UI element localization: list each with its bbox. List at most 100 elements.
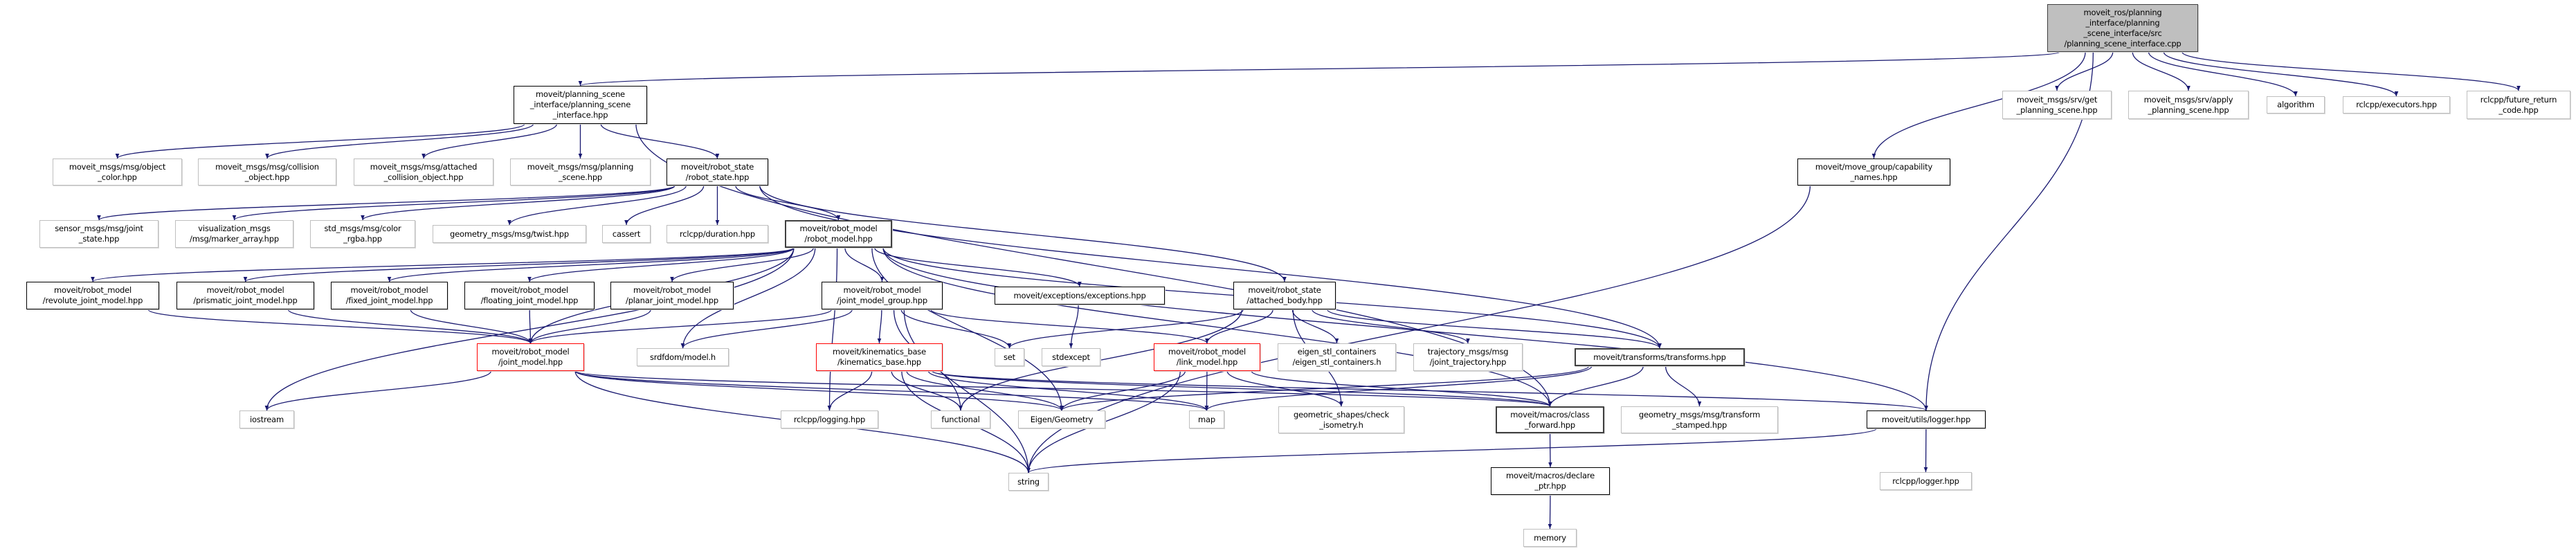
node-label: moveit/robot_state /attached_body.hpp <box>1246 285 1323 305</box>
node-label: moveit/macros/class _forward.hpp <box>1510 409 1590 430</box>
edge-rstate-to-rmodel <box>735 185 841 221</box>
edge-loggerutils-to-string <box>1026 428 1877 473</box>
graph-node-rgba[interactable]: std_msgs/msg/color _rgba.hpp <box>310 220 415 248</box>
edge-jmg-to-srdf <box>680 309 853 349</box>
graph-node-classfwd[interactable]: moveit/macros/class _forward.hpp <box>1496 406 1604 433</box>
graph-node-jmodel[interactable]: moveit/robot_model /joint_model.hpp <box>477 343 584 371</box>
graph-node-string[interactable]: string <box>1008 473 1049 491</box>
graph-node-applyps[interactable]: moveit_msgs/srv/apply _planning_scene.hp… <box>2128 91 2249 119</box>
edge-planar-to-jmodel <box>528 309 651 344</box>
graph-node-jmg[interactable]: moveit/robot_model /joint_model_group.hp… <box>822 282 943 309</box>
graph-node-executors[interactable]: rclcpp/executors.hpp <box>2343 96 2450 114</box>
edge-psi-to-collobj <box>265 123 534 159</box>
node-label: string <box>1017 476 1040 487</box>
graph-node-planar[interactable]: moveit/robot_model /planar_joint_model.h… <box>610 282 734 309</box>
edge-transforms-to-eigengeo <box>1060 365 1590 411</box>
graph-node-loggerutils[interactable]: moveit/utils/logger.hpp <box>1867 410 1986 428</box>
graph-node-twist[interactable]: geometry_msgs/msg/twist.hpp <box>433 225 586 243</box>
edge-transforms-to-classfwd <box>1548 365 1644 407</box>
node-label: geometry_msgs/msg/twist.hpp <box>450 228 569 239</box>
graph-node-iostream[interactable]: iostream <box>239 410 294 428</box>
edge-jmg-to-string <box>903 309 1031 473</box>
edge-rmodel-to-logging <box>827 247 838 411</box>
edge-psi-to-objcolor <box>115 123 525 159</box>
edge-root-to-cap <box>1871 51 2086 159</box>
graph-node-checkiso[interactable]: geometric_shapes/check _isometry.h <box>1278 406 1404 433</box>
edge-floating-to-jmodel <box>528 309 533 344</box>
graph-node-jstate[interactable]: sensor_msgs/msg/joint _state.hpp <box>39 220 158 248</box>
graph-node-exceptions[interactable]: moveit/exceptions/exceptions.hpp <box>995 287 1165 305</box>
edge-jmodel-to-map <box>574 370 1209 411</box>
graph-node-link[interactable]: moveit/robot_model /link_model.hpp <box>1154 343 1260 371</box>
graph-node-objcolor[interactable]: moveit_msgs/msg/object _color.hpp <box>53 159 182 186</box>
node-label: iostream <box>250 414 284 424</box>
node-label: rclcpp/future_return _code.hpp <box>2480 94 2557 115</box>
graph-node-declare[interactable]: moveit/macros/declare _ptr.hpp <box>1491 467 1610 495</box>
node-label: trajectory_msgs/msg /joint_trajectory.hp… <box>1427 347 1509 367</box>
graph-node-psmsg[interactable]: moveit_msgs/msg/planning _scene.hpp <box>510 159 651 186</box>
graph-node-set[interactable]: set <box>995 348 1024 366</box>
node-label: rclcpp/logging.hpp <box>793 414 866 424</box>
graph-node-attbody[interactable]: moveit/robot_state /attached_body.hpp <box>1233 282 1336 309</box>
graph-node-algorithm[interactable]: algorithm <box>2267 96 2325 114</box>
graph-node-stdexcept[interactable]: stdexcept <box>1042 348 1100 366</box>
edge-prismatic-to-jmodel <box>287 309 533 344</box>
edge-psi-to-rstate <box>600 123 720 159</box>
graph-node-tfstamped[interactable]: geometry_msgs/msg/transform _stamped.hpp <box>1621 406 1778 433</box>
graph-node-getps[interactable]: moveit_msgs/srv/get _planning_scene.hpp <box>2002 91 2112 119</box>
edge-rmodel-to-jmg <box>844 247 885 282</box>
graph-node-attcoll[interactable]: moveit_msgs/msg/attached _collision_obje… <box>354 159 493 186</box>
node-label: srdfdom/model.h <box>649 352 716 362</box>
node-label: rclcpp/logger.hpp <box>1892 476 1959 486</box>
node-label: moveit/robot_model /joint_model.hpp <box>491 347 570 367</box>
edge-attbody-to-link <box>1205 309 1273 344</box>
edge-root-to-psi <box>579 51 2060 87</box>
node-label: set <box>1004 352 1015 362</box>
graph-node-srdf[interactable]: srdfdom/model.h <box>637 348 729 366</box>
node-label: functional <box>941 414 980 424</box>
graph-node-fixed[interactable]: moveit/robot_model /fixed_joint_model.hp… <box>331 282 448 309</box>
edge-attbody-to-set <box>1007 309 1244 349</box>
graph-node-psi[interactable]: moveit/planning_scene _interface/plannin… <box>514 86 647 124</box>
graph-node-logging[interactable]: rclcpp/logging.hpp <box>781 410 878 428</box>
graph-node-map[interactable]: map <box>1189 410 1224 428</box>
edge-rstate-to-rgba <box>361 185 675 221</box>
edge-fixed-to-jmodel <box>410 309 533 344</box>
graph-node-revolute[interactable]: moveit/robot_model /revolute_joint_model… <box>26 282 159 309</box>
graph-node-future[interactable]: rclcpp/future_return _code.hpp <box>2467 91 2570 119</box>
graph-node-rmodel[interactable]: moveit/robot_model /robot_model.hpp <box>785 220 892 248</box>
graph-node-traj[interactable]: trajectory_msgs/msg /joint_trajectory.hp… <box>1413 343 1523 371</box>
graph-node-cassert[interactable]: cassert <box>602 225 651 243</box>
graph-node-collobj[interactable]: moveit_msgs/msg/collision _object.hpp <box>198 159 336 186</box>
graph-node-rcllogger[interactable]: rclcpp/logger.hpp <box>1880 472 1972 490</box>
graph-node-floating[interactable]: moveit/robot_model /floating_joint_model… <box>464 282 595 309</box>
graph-node-marker[interactable]: visualization_msgs /msg/marker_array.hpp <box>175 220 293 248</box>
edge-rstate-to-transforms <box>759 185 1662 349</box>
node-label: moveit/robot_model /link_model.hpp <box>1168 347 1246 367</box>
edge-kin-to-classfwd <box>932 370 1552 407</box>
edge-jmg-to-link <box>930 309 1209 344</box>
node-label: sensor_msgs/msg/joint _state.hpp <box>55 224 143 244</box>
node-label: moveit/robot_model /prismatic_joint_mode… <box>193 285 298 305</box>
graph-node-rstate[interactable]: moveit/robot_state /robot_state.hpp <box>666 159 768 186</box>
graph-node-cap[interactable]: moveit/move_group/capability _names.hpp <box>1797 159 1950 186</box>
edge-root-to-future <box>2182 51 2521 91</box>
node-label: stdexcept <box>1052 352 1090 362</box>
graph-node-functional[interactable]: functional <box>931 410 990 428</box>
node-label: moveit_msgs/msg/object _color.hpp <box>69 161 166 182</box>
node-label: moveit/robot_model /fixed_joint_model.hp… <box>345 285 433 305</box>
graph-node-kin[interactable]: moveit/kinematics_base /kinematics_base.… <box>816 343 943 371</box>
graph-node-duration[interactable]: rclcpp/duration.hpp <box>666 225 768 243</box>
graph-node-eigengeo[interactable]: Eigen/Geometry <box>1018 410 1105 428</box>
node-label: moveit_msgs/msg/planning _scene.hpp <box>527 161 634 182</box>
node-label: moveit/exceptions/exceptions.hpp <box>1013 290 1146 300</box>
node-label: moveit/robot_model /floating_joint_model… <box>480 285 579 305</box>
graph-node-transforms[interactable]: moveit/transforms/transforms.hpp <box>1575 348 1745 366</box>
graph-node-root[interactable]: moveit_ros/planning _interface/planning … <box>2047 4 2198 52</box>
graph-node-memory[interactable]: memory <box>1523 529 1577 547</box>
edge-link-to-checkiso <box>1226 370 1343 407</box>
graph-node-eigenstl[interactable]: eigen_stl_containers /eigen_stl_containe… <box>1278 343 1396 371</box>
edge-root-to-getps <box>2055 51 2114 91</box>
graph-node-prismatic[interactable]: moveit/robot_model /prismatic_joint_mode… <box>176 282 314 309</box>
